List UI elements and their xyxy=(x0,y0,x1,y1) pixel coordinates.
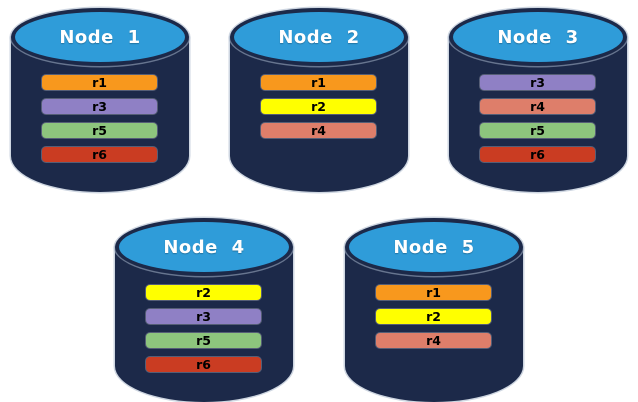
node-label: Node 5 xyxy=(393,236,475,258)
node-1-cylinder: Node 1 r1 r3 r5 r6 xyxy=(11,8,189,192)
node-5-cylinder: Node 5 r1 r2 r4 xyxy=(345,218,523,402)
cylinder-top-ellipse: Node 1 xyxy=(11,8,189,66)
node-4-cylinder: Node 4 r2 r3 r5 r6 xyxy=(115,218,293,402)
replica-bar-r6: r6 xyxy=(42,147,157,162)
replica-bar-r2: r2 xyxy=(376,309,491,324)
node-label: Node 1 xyxy=(59,26,141,48)
node-label: Node 3 xyxy=(497,26,579,48)
replica-bar-r1: r1 xyxy=(42,75,157,90)
replica-bar-r3: r3 xyxy=(42,99,157,114)
replica-bar-r3: r3 xyxy=(146,309,261,324)
replica-bar-r5: r5 xyxy=(480,123,595,138)
replica-bar-r4: r4 xyxy=(376,333,491,348)
replica-bar-r6: r6 xyxy=(480,147,595,162)
replica-bar-r5: r5 xyxy=(42,123,157,138)
replica-bar-r1: r1 xyxy=(261,75,376,90)
replica-bar-list: r2 r3 r5 r6 xyxy=(146,285,261,372)
replica-bar-list: r1 r2 r4 xyxy=(376,285,491,348)
cylinder-top-ellipse: Node 4 xyxy=(115,218,293,276)
replica-bar-list: r1 r3 r5 r6 xyxy=(42,75,157,162)
replica-bar-list: r3 r4 r5 r6 xyxy=(480,75,595,162)
replica-bar-r5: r5 xyxy=(146,333,261,348)
replica-bar-r2: r2 xyxy=(146,285,261,300)
node-label: Node 4 xyxy=(163,236,245,258)
replica-bar-r4: r4 xyxy=(480,99,595,114)
node-2-cylinder: Node 2 r1 r2 r4 xyxy=(230,8,408,192)
replica-bar-r6: r6 xyxy=(146,357,261,372)
cylinder-top-ellipse: Node 2 xyxy=(230,8,408,66)
replica-bar-list: r1 r2 r4 xyxy=(261,75,376,138)
node-row-bottom: Node 4 r2 r3 r5 r6 Node 5 r1 r2 r4 xyxy=(0,192,638,402)
node-3-cylinder: Node 3 r3 r4 r5 r6 xyxy=(449,8,627,192)
node-label: Node 2 xyxy=(278,26,360,48)
replica-bar-r3: r3 xyxy=(480,75,595,90)
replica-bar-r4: r4 xyxy=(261,123,376,138)
replica-bar-r2: r2 xyxy=(261,99,376,114)
cylinder-top-ellipse: Node 5 xyxy=(345,218,523,276)
replica-bar-r1: r1 xyxy=(376,285,491,300)
cylinder-top-ellipse: Node 3 xyxy=(449,8,627,66)
